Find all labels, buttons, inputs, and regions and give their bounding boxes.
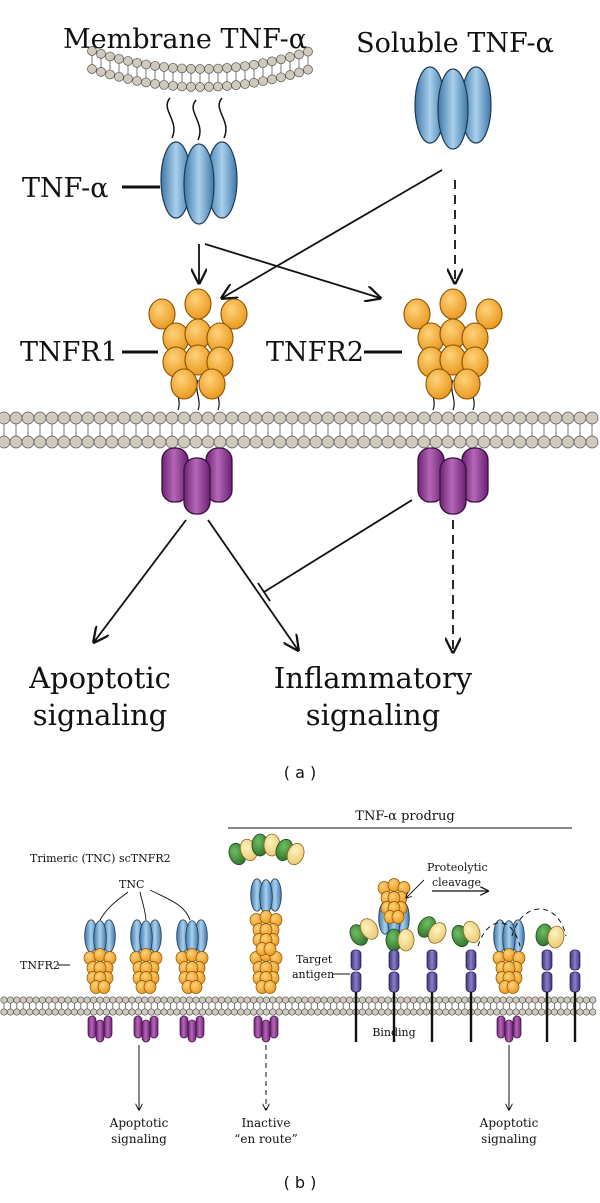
tnfr1-intracellular [161, 447, 233, 515]
tnfr2-label: TNFR2 [266, 337, 364, 368]
intracellular-domains-b [87, 1015, 522, 1043]
active-complex [451, 919, 565, 994]
soluble-tnf-trimer [414, 66, 492, 150]
tnf-alpha-label: TNF-α [22, 173, 109, 204]
target-antigen-line2: antigen [292, 968, 334, 981]
bound-prodrug [349, 878, 447, 952]
dashed-arc-1 [477, 922, 521, 947]
caption-b: ( b ) [284, 1173, 317, 1192]
binding-label: Binding [372, 1026, 415, 1039]
soluble-tnf-label: Soluble TNF-α [356, 28, 554, 59]
dashed-arc-2 [511, 908, 567, 937]
free-prodrug [228, 833, 305, 956]
panel-b-arrows [139, 1045, 509, 1110]
tnfr2-bound-trimers [83, 919, 209, 994]
membrane-tethers [166, 97, 227, 141]
curved-cell-membrane [87, 46, 313, 92]
tnf-prodrug-label: TNF-α prodrug [355, 809, 454, 824]
trimeric-scTNFR2-label: Trimeric (TNC) scTNFR2 [30, 852, 171, 865]
tnfr2-extracellular [403, 288, 503, 411]
inflammatory-signaling-line1: Inflammatory [274, 661, 473, 695]
apoptotic-signaling-line2: signaling [33, 698, 167, 732]
panel-b: TNF-α prodrug Trimeric (TNC) scTNFR2 TNC… [0, 809, 597, 1192]
inflammatory-signaling-line2: signaling [306, 698, 440, 732]
cell-membrane-a [0, 411, 599, 449]
tnfr2-label-b: TNFR2 [20, 959, 60, 972]
target-antigen-line1: Target [296, 953, 333, 966]
apoptotic-signaling-b1-line2: signaling [111, 1132, 167, 1146]
inactive-en-route-line1: Inactive [242, 1116, 291, 1130]
apoptotic-signaling-b2-line1: Apoptotic [479, 1116, 539, 1130]
cleavage-pointer [406, 879, 425, 898]
tnc-pointers [99, 889, 191, 921]
apoptotic-signaling-b1-line1: Apoptotic [109, 1116, 169, 1130]
signaling-arrows [94, 499, 453, 652]
cell-membrane-b [0, 996, 597, 1016]
proteolytic-cleavage-line1: Proteolytic [427, 861, 488, 874]
activation-arrows [199, 169, 455, 298]
apoptotic-signaling-line1: Apoptotic [28, 661, 171, 695]
target-antigens [350, 949, 581, 1042]
tnc-label: TNC [119, 878, 144, 891]
apoptotic-signaling-b2-line2: signaling [481, 1132, 537, 1146]
inactive-en-route-line2: “en route” [234, 1132, 298, 1146]
free-tnfr2-receptor [249, 948, 283, 994]
tnfr2-intracellular [417, 447, 489, 515]
tnfr1-label: TNFR1 [20, 337, 118, 368]
tnfr1-extracellular [148, 288, 248, 411]
proteolytic-cleavage-line2: cleavage [432, 876, 481, 889]
panel-a: Membrane TNF-α Soluble TNF-α TNF-α [0, 24, 599, 782]
membrane-tnf-trimer [160, 141, 238, 225]
caption-a: ( a ) [284, 763, 316, 782]
